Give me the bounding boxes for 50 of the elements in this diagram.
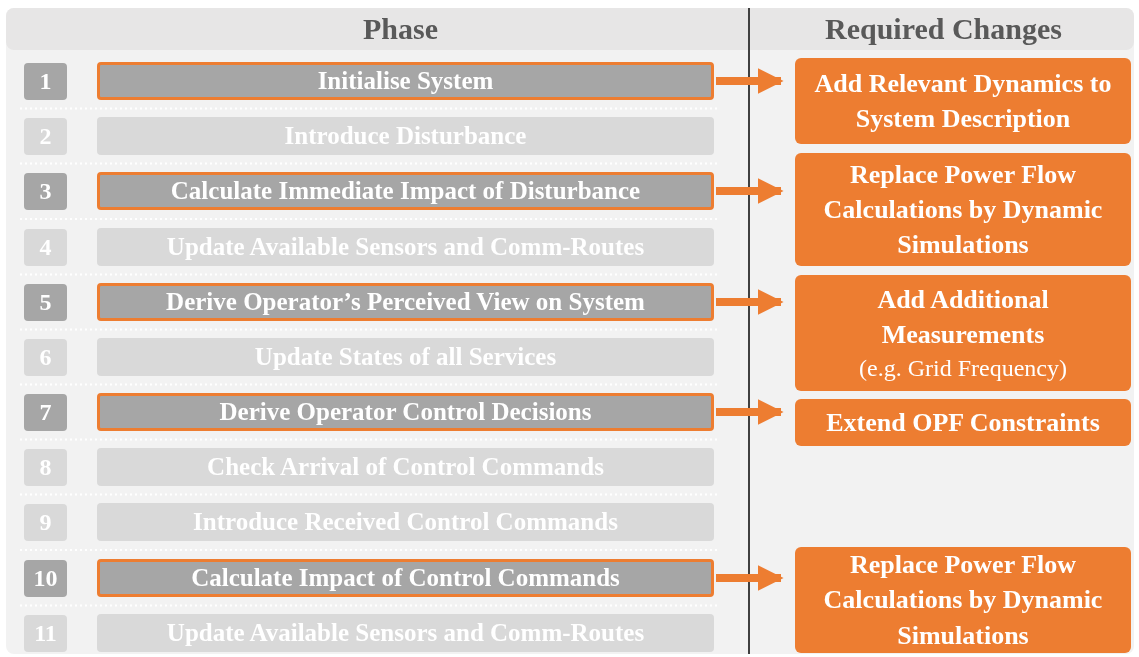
step-number-box (24, 284, 67, 321)
step-number-box (24, 449, 67, 486)
arrow (716, 289, 784, 315)
arrow (716, 68, 784, 94)
step-number-box (24, 394, 67, 431)
phase-box (97, 448, 714, 486)
change-text: Add Relevant Dynamics to System Description (813, 67, 1113, 135)
phase-text: Calculate Immediate Impact of Disturbance (170, 176, 641, 207)
change-note: (e.g. Grid Frequency) (859, 353, 1067, 383)
step-number-box (24, 615, 67, 652)
phase-text: Derive Operator’s Perceived View on System (166, 287, 645, 318)
step-number-box (24, 173, 67, 210)
step-number: 7 (39, 398, 52, 428)
highlighted-phase-box (97, 283, 714, 321)
change-text: Replace Power Flow Calculations by Dynamic Simulations (822, 158, 1104, 262)
step-number: 10 (33, 564, 58, 594)
change-text: Add Additional Measurements (876, 283, 1050, 351)
arrow (716, 565, 784, 591)
step-number-box (24, 118, 67, 155)
phase-text: Calculate Impact of Control Commands (191, 563, 620, 594)
change-text: Replace Power Flow Calculations by Dynamic Simulations (822, 549, 1104, 652)
step-number: 3 (39, 177, 52, 207)
step-number: 1 (39, 67, 52, 97)
change-box (795, 153, 1131, 266)
column-header: Required Changes (825, 12, 1062, 46)
change-box (795, 275, 1131, 391)
column-header: Phase (363, 12, 438, 46)
highlighted-phase-box (97, 559, 714, 597)
change-box (795, 399, 1131, 446)
highlighted-phase-box (97, 172, 714, 210)
highlighted-phase-box (97, 62, 714, 100)
step-number-box (24, 63, 67, 100)
change-box (795, 58, 1131, 144)
step-number-box (24, 560, 67, 597)
phase-text: Initialise System (317, 66, 494, 97)
step-number-box (24, 229, 67, 266)
step-number-box (24, 504, 67, 541)
phase-box (97, 503, 714, 541)
phase-text: Derive Operator Control Decisions (219, 397, 592, 428)
phase-box (97, 614, 714, 652)
step-number: 5 (39, 288, 52, 318)
arrow (716, 399, 784, 425)
arrow (716, 178, 784, 204)
phase-box (97, 228, 714, 266)
phase-box (97, 338, 714, 376)
highlighted-phase-box (97, 393, 714, 431)
step-number-box (24, 339, 67, 376)
change-text: Extend OPF Constraints (826, 406, 1100, 439)
change-box (795, 547, 1131, 653)
phase-box (97, 117, 714, 155)
